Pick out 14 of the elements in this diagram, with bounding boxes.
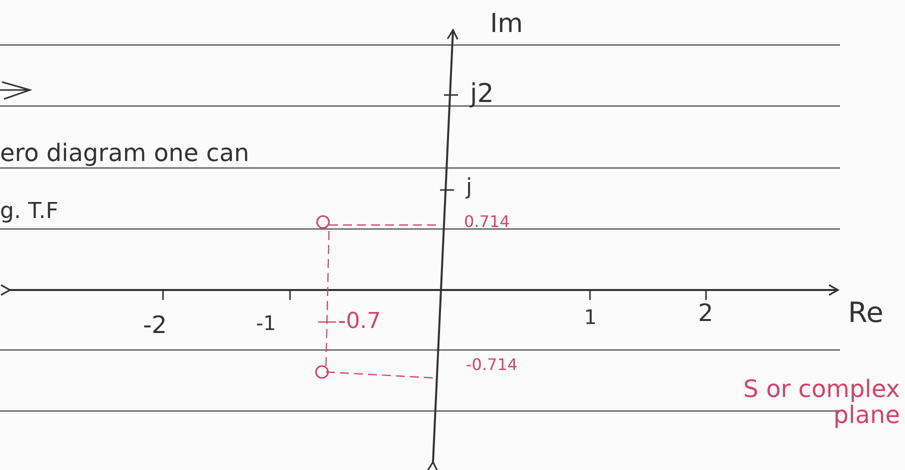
tick-label: 1	[584, 306, 597, 328]
value-label: 0.714	[464, 213, 510, 231]
tick-label: j	[466, 176, 472, 200]
note-text: g. T.F	[0, 200, 58, 224]
tick-label: j2	[470, 80, 494, 109]
value-label: -0.7	[338, 310, 381, 334]
axis-label: Im	[490, 10, 523, 39]
tick-label: -2	[143, 312, 167, 338]
plane-caption: S or complex plane	[742, 376, 900, 429]
note-text: ero diagram one can	[0, 140, 250, 166]
tick-label: 2	[698, 300, 714, 326]
tick-label: -1	[256, 312, 276, 334]
axis-label: Re	[848, 298, 884, 329]
value-label: -0.714	[466, 356, 518, 374]
